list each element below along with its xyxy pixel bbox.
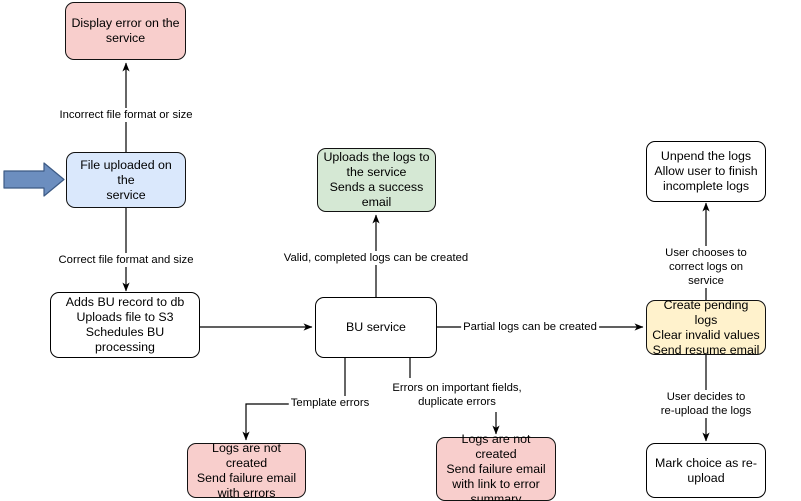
node-create-pending-logs[interactable]: Create pending logs Clear invalid values… bbox=[646, 298, 766, 357]
node-logs-not-created-errors[interactable]: Logs are not created Send failure email … bbox=[187, 441, 306, 500]
node-logs-not-created-summary[interactable]: Logs are not created Send failure email … bbox=[436, 432, 556, 501]
node-adds-bu-record[interactable]: Adds BU record to db Uploads file to S3 … bbox=[50, 292, 200, 358]
edge-label-valid-logs: Valid, completed logs can be created bbox=[281, 251, 471, 265]
edge-label-template-errors: Template errors bbox=[288, 396, 372, 410]
edge-label-important-field-errors: Errors on important fields, duplicate er… bbox=[390, 381, 524, 409]
edge-label-incorrect-file-format: Incorrect file format or size bbox=[57, 108, 195, 122]
edge-label-correct-on-service: User chooses to correct logs on service bbox=[658, 246, 754, 288]
edge-label-partial-logs: Partial logs can be created bbox=[461, 320, 599, 334]
edge-label-correct-file-format: Correct file format and size bbox=[56, 253, 196, 267]
node-unpend-logs[interactable]: Unpend the logs Allow user to finish inc… bbox=[646, 141, 766, 202]
node-display-error[interactable]: Display error on the service bbox=[65, 2, 186, 60]
edge-label-decides-reupload: User decides to re-upload the logs bbox=[658, 390, 754, 418]
node-mark-choice-reupload[interactable]: Mark choice as re- upload bbox=[646, 443, 766, 498]
node-bu-service[interactable]: BU service bbox=[315, 297, 437, 358]
node-uploads-logs[interactable]: Uploads the logs to the service Sends a … bbox=[317, 148, 436, 212]
start-arrow-icon bbox=[3, 162, 65, 197]
node-file-uploaded[interactable]: File uploaded on the service bbox=[66, 152, 186, 208]
